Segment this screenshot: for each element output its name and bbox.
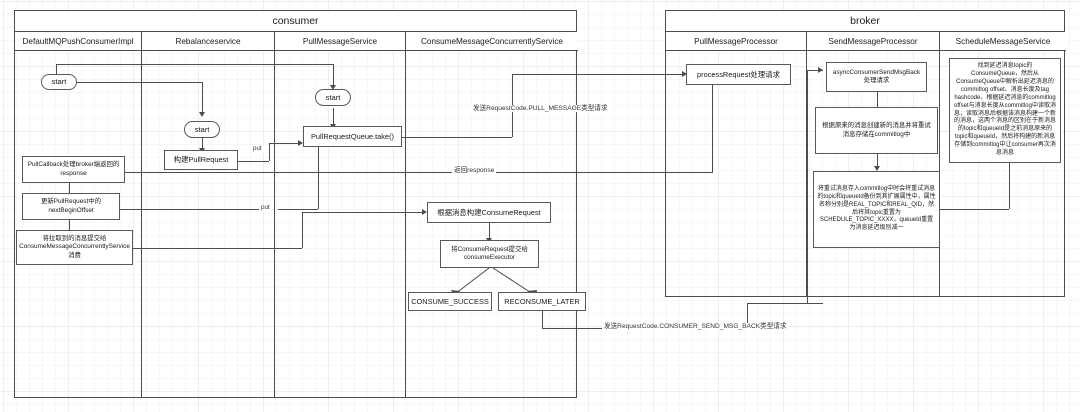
node-create-new-message[interactable]: 根据原来的消息创建新的消息并将重试消息存储在commitlog中 — [815, 107, 938, 154]
edge-async-to-create — [877, 92, 878, 107]
node-update-next-begin-offset[interactable]: 更新PullRequest中的nextBeginOffset — [22, 193, 120, 220]
edge-label-send-msg-back-request: 发送RequestCode.CONSUMER_SEND_MSG_BACK类型请求 — [602, 323, 789, 331]
edge-update-to-put-h — [120, 209, 267, 210]
edge-rebalance-start-to-build — [202, 138, 203, 148]
pool-broker-title: broker — [666, 11, 1064, 32]
arrow-to-pullmsg-start — [330, 85, 336, 90]
node-pull-callback[interactable]: PullCallback处理broker端返回的response — [22, 156, 125, 183]
node-start-consumer[interactable]: start — [41, 74, 77, 90]
edge-submit-to-build-v — [302, 212, 303, 248]
edge-put-mid-h — [278, 209, 318, 210]
arrow-put-to-take — [298, 140, 303, 146]
edge-build-to-put-v — [269, 143, 270, 161]
edge-update-to-submit — [69, 220, 70, 230]
pool-consumer: consumer DefaultMQPushConsumerImpl Rebal… — [14, 10, 578, 398]
edge-pullmsgstart-to-take — [333, 108, 334, 124]
lane-default-mq-push-consumer-impl: DefaultMQPushConsumerImpl — [15, 32, 141, 397]
edge-callback-to-update — [69, 183, 70, 193]
lane-title-schedulemessageservice: ScheduleMessageService — [940, 32, 1066, 51]
lane-title-sendmessageprocessor: SendMessageProcessor — [807, 32, 939, 51]
lane-pullmessageprocessor: PullMessageProcessor — [666, 32, 806, 296]
edge-submit-to-build-h2 — [302, 212, 422, 213]
lane-title-consumemessageconcurrentlyservice: ConsumeMessageConcurrentlyService — [406, 32, 578, 51]
edge-reconsume-down — [542, 311, 543, 328]
edge-response-to-callback — [125, 172, 712, 173]
node-consume-success[interactable]: CONSUME_SUCCESS — [408, 292, 492, 311]
node-start-pullmessageservice[interactable]: start — [315, 89, 351, 106]
edge-put-to-take-h — [269, 143, 298, 144]
edge-sendback-up-2 — [807, 70, 808, 303]
edge-create-to-backup — [877, 154, 878, 166]
lane-title-pullmessageservice: PullMessageService — [275, 32, 405, 51]
lane-schedulemessageservice: ScheduleMessageService — [939, 32, 1066, 296]
lane-title-rebalanceservice: Rebalanceservice — [142, 32, 274, 51]
edge-schedule-down — [1009, 163, 1010, 209]
edge-take-to-right — [402, 137, 512, 138]
node-start-rebalance[interactable]: start — [184, 121, 220, 138]
node-backup-topic-queueid[interactable]: 将重试消息存入commitlog中时会将重试消息的topic和queueId备份… — [813, 171, 940, 248]
pool-consumer-title: consumer — [15, 11, 576, 32]
edge-consumer-start-top-h — [56, 64, 333, 65]
edge-label-put-mid: put — [259, 204, 272, 212]
node-submit-consume-executor[interactable]: 将ConsumeRequest提交给consumeExecutor — [440, 240, 539, 268]
edge-label-pull-message-request: 发送RequestCode.PULL_MESSAGE类型请求 — [471, 105, 610, 113]
node-build-pullrequest[interactable]: 构建PullRequest — [164, 150, 238, 170]
node-reconsume-later[interactable]: RECONSUME_LATER — [498, 292, 586, 311]
arrow-to-rebalance-start — [199, 112, 205, 117]
arrow-create-to-backup — [874, 166, 880, 171]
lane-pullmessageservice: PullMessageService — [274, 32, 405, 397]
lane-rebalanceservice: Rebalanceservice — [141, 32, 274, 397]
edge-start-to-rebalance-v — [202, 82, 203, 112]
edge-consumer-start-up — [56, 64, 57, 81]
edge-sendback-up-1 — [747, 303, 748, 328]
lane-title-pullmessageprocessor: PullMessageProcessor — [666, 32, 806, 51]
edge-submit-to-build-h — [133, 248, 302, 249]
node-process-request[interactable]: processRequest处理请求 — [686, 64, 791, 85]
edge-take-to-broker — [512, 74, 682, 75]
node-build-consume-request[interactable]: 根据消息构建ConsumeRequest — [427, 202, 551, 223]
edge-build-cr-to-executor — [489, 223, 490, 238]
edge-schedule-left — [877, 209, 1009, 210]
lane-consumemessageconcurrentlyservice: ConsumeMessageConcurrentlyService — [405, 32, 578, 397]
edge-sendback-enter — [807, 70, 823, 71]
node-async-consumer-send-msg-back[interactable]: asyncConsumerSendMsgBack处理请求 — [826, 62, 927, 92]
edge-label-return-response: 返回response — [452, 167, 497, 175]
edge-build-to-put-h — [238, 161, 269, 162]
node-submit-to-consume-service[interactable]: 将拉取到的消息提交给ConsumeMessageConcurrentlyServ… — [16, 230, 133, 265]
node-pullrequestqueue-take[interactable]: PullRequestQueue.take() — [303, 126, 402, 147]
arrow-to-process-request — [682, 71, 687, 77]
lane-sendmessageprocessor: SendMessageProcessor — [806, 32, 939, 296]
lane-title-default-mq-push-consumer-impl: DefaultMQPushConsumerImpl — [15, 32, 141, 51]
edge-sendback-h — [747, 303, 823, 304]
edge-start-to-rebalance-h — [75, 82, 202, 83]
edge-label-put-top: put — [251, 145, 264, 153]
edge-to-pullmsg-start — [333, 64, 334, 85]
node-schedule-message-detail[interactable]: 找到延迟消息topic的ConsumeQueue，然后从ConsumeQueue… — [949, 58, 1061, 163]
pool-broker: broker PullMessageProcessor SendMessageP… — [665, 10, 1066, 297]
edge-put-mid-up — [318, 142, 319, 209]
edge-process-request-down — [712, 85, 713, 173]
arrow-to-build-consume-request — [422, 209, 427, 215]
